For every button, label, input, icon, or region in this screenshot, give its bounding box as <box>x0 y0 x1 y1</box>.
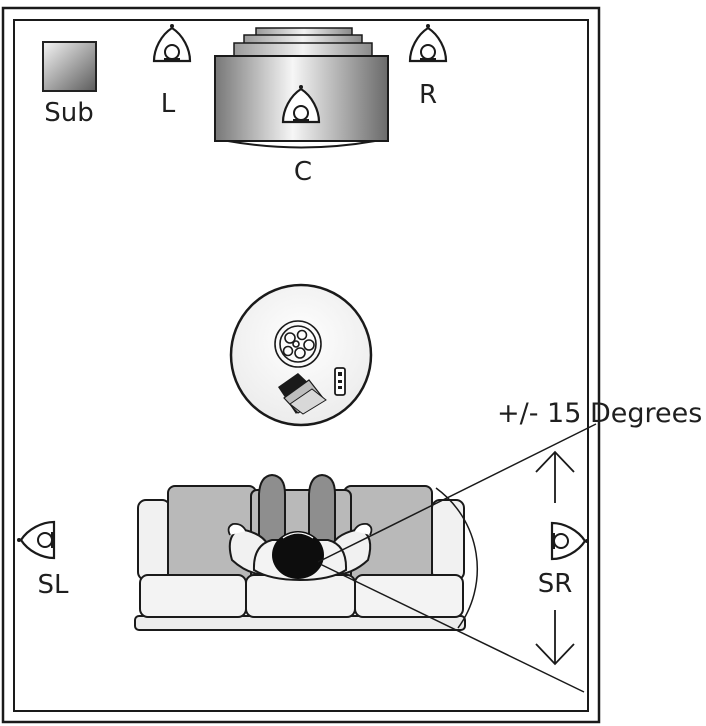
surround-right-speaker: SR <box>538 521 589 599</box>
right-speaker: R <box>408 24 448 110</box>
coffee-table-icon <box>229 283 373 427</box>
angle-note-label: +/- 15 Degrees <box>497 398 702 429</box>
subwoofer-icon <box>42 41 97 92</box>
left-speaker-label: L <box>161 89 176 119</box>
speaker-icon <box>281 85 321 124</box>
room-outline <box>1 6 601 724</box>
surround-left-label: SL <box>38 570 70 600</box>
speaker-icon <box>152 24 192 63</box>
right-speaker-label: R <box>419 80 437 110</box>
angle-line-lower <box>319 563 585 693</box>
angle-arc <box>435 487 478 629</box>
angle-indicator <box>317 423 597 693</box>
listener-icon <box>227 473 373 582</box>
snack-plate <box>274 320 322 368</box>
magazines-icon <box>278 373 327 415</box>
speaker-icon <box>550 521 589 561</box>
subwoofer-label: Sub <box>44 98 94 128</box>
remote-icon <box>334 367 346 396</box>
center-speaker-label: C <box>294 157 312 187</box>
subwoofer: Sub <box>42 41 97 128</box>
surround-left-speaker: SL <box>17 520 70 600</box>
angle-line-upper <box>317 423 597 563</box>
surround-right-label: SR <box>538 569 573 599</box>
speaker-icon <box>17 520 56 560</box>
speaker-icon <box>408 24 448 63</box>
arrow-icon <box>535 450 575 666</box>
left-speaker: L <box>152 24 192 119</box>
center-speaker: C <box>281 85 321 187</box>
